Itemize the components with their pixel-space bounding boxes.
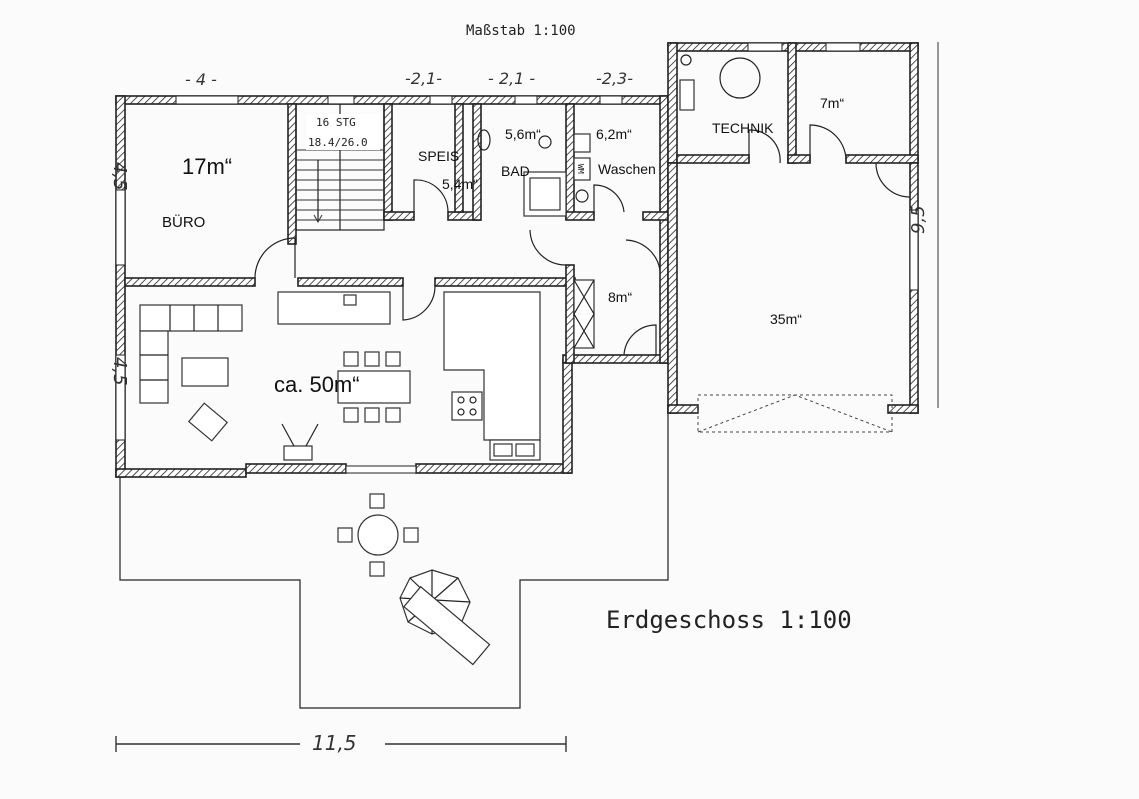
speis-name-label: SPEIS	[418, 148, 459, 164]
bad-name-label: BAD	[501, 163, 530, 179]
garage-area-label: 35m“	[770, 311, 802, 327]
waschen-area-label: 6,2m“	[596, 126, 632, 142]
dim-bottom: 11,5	[312, 731, 357, 755]
dim-left-top: 4,5	[109, 162, 130, 191]
stairs-ratio-label: 18.4/26.0	[308, 136, 368, 149]
plan-title: Erdgeschoss 1:100	[606, 606, 852, 634]
living-furniture	[139, 279, 595, 461]
abstell-area-label: 7m“	[820, 95, 844, 111]
stairs-steps-label: 16 STG	[316, 116, 356, 129]
annex-walls	[667, 42, 919, 164]
interior-walls	[124, 103, 669, 364]
dim-right: 9,5	[908, 205, 929, 234]
staircase	[295, 103, 385, 231]
speis-area-label: 5,4m“	[442, 176, 478, 192]
buero-area-label: 17m“	[182, 154, 232, 179]
dim-top-2: -2,1-	[405, 69, 442, 88]
technik-name-label: TECHNIK	[712, 120, 774, 136]
bathroom-fixtures	[477, 54, 761, 217]
dim-left-bottom: 4,5	[109, 357, 130, 386]
washer-label: WM	[576, 164, 585, 174]
waschen-name-label: Waschen	[598, 161, 656, 177]
dim-top-4: -2,3-	[596, 69, 633, 88]
flur-area-label: 8m“	[608, 289, 632, 305]
buero-name-label: BÜRO	[162, 213, 205, 231]
wohnen-area-label: ca. 50m“	[274, 372, 360, 397]
scale-label: Maßstab 1:100	[466, 23, 576, 39]
bad-area-label: 5,6m“	[505, 126, 541, 142]
dim-top-3: - 2,1 -	[488, 69, 535, 88]
terrace-outline	[119, 400, 669, 709]
garage-walls	[667, 162, 919, 433]
door-swings	[254, 124, 911, 356]
dim-top-1: - 4 -	[185, 70, 217, 89]
terrace-furniture	[337, 493, 491, 666]
